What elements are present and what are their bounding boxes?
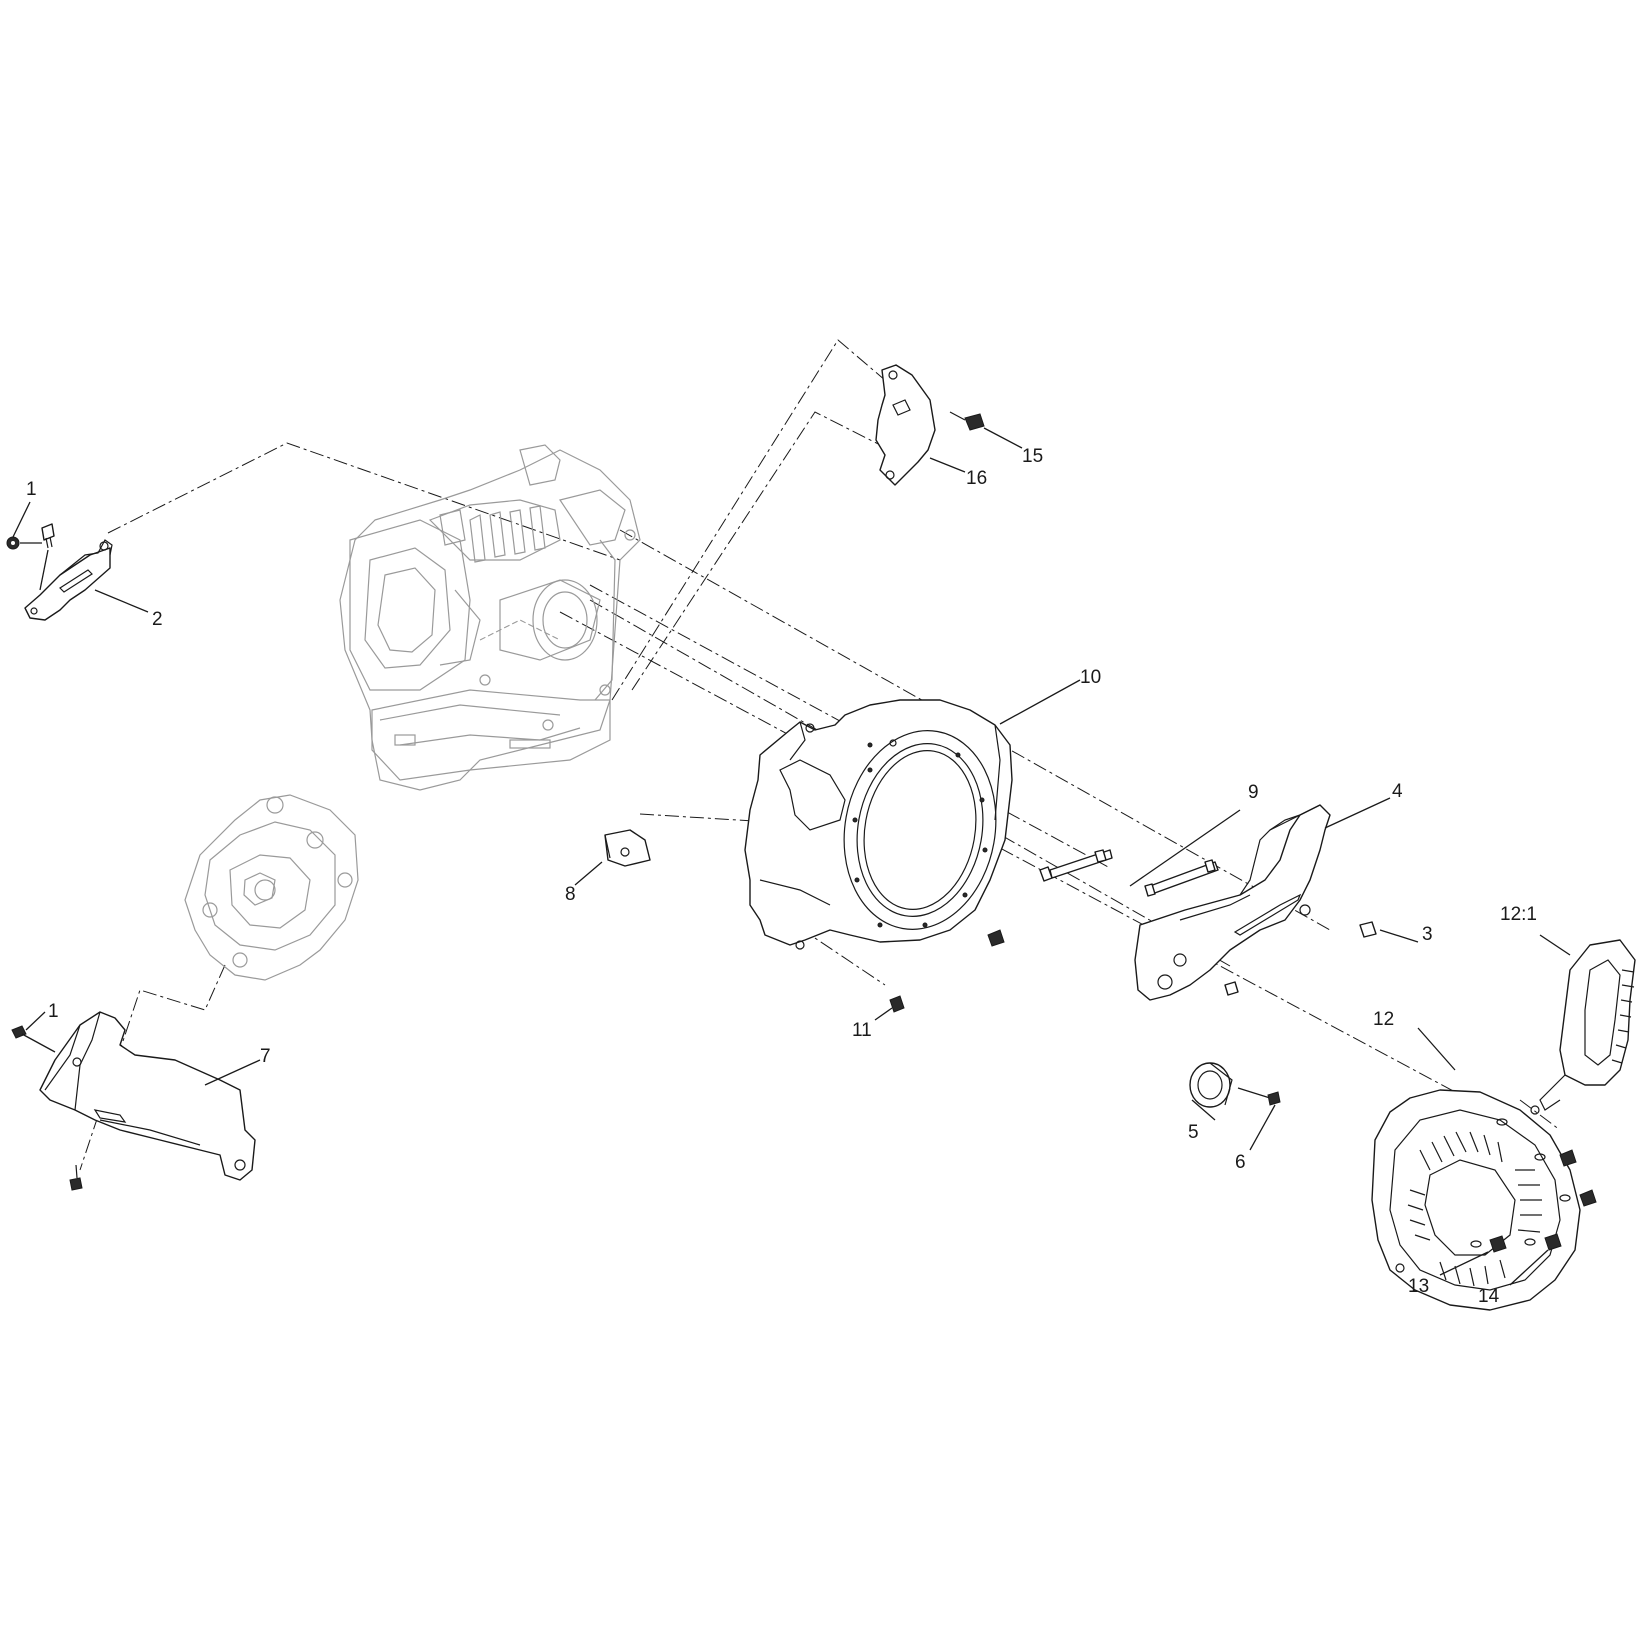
- callout-10: 10: [1080, 667, 1101, 688]
- callout-11: 11: [852, 1020, 872, 1041]
- callout-4: 4: [1392, 781, 1403, 802]
- part-16-plate: [875, 364, 936, 486]
- callout-8: 8: [565, 884, 576, 905]
- callout-3: 3: [1422, 924, 1433, 945]
- part-15-bolt: [949, 411, 985, 431]
- cylinder-head-ghost: [184, 794, 359, 981]
- callout-1-top: 1: [26, 479, 37, 500]
- part-1-fasteners-lower: [11, 1025, 83, 1191]
- callout-6: 6: [1235, 1152, 1246, 1173]
- part-5-pulley: [1189, 1062, 1233, 1108]
- callout-1-lower: 1: [48, 1001, 59, 1022]
- callout-9: 9: [1248, 782, 1259, 803]
- part-12-1-handle: [1539, 939, 1636, 1111]
- part-11-bolts: [889, 929, 1005, 1013]
- handle-grip-ribs: [1611, 969, 1635, 1064]
- part-8-block: [604, 829, 651, 867]
- callout-5: 5: [1188, 1122, 1199, 1143]
- part-12-recoil-starter: [1371, 1089, 1581, 1311]
- callout-12-1: 12:1: [1500, 904, 1537, 925]
- starter-vents: [1407, 1131, 1542, 1287]
- callout-2: 2: [152, 609, 163, 630]
- engine-block-ghost: [339, 444, 641, 791]
- callout-13: 13: [1408, 1276, 1429, 1297]
- leader-lines: [12, 427, 1571, 1286]
- callout-15: 15: [1022, 446, 1043, 467]
- part-6-bolt: [1237, 1087, 1281, 1106]
- callout-16: 16: [966, 468, 987, 489]
- part-7-shroud: [39, 1011, 256, 1181]
- part-9-studs: [1039, 849, 1219, 897]
- callout-14: 14: [1478, 1286, 1500, 1307]
- callout-12: 12: [1373, 1009, 1394, 1030]
- part-10-fan-shroud: [744, 699, 1013, 950]
- part-2-bracket: [24, 539, 113, 621]
- part-13-14-fasteners: [1470, 1118, 1597, 1253]
- part-4-starter-bracket: [1134, 804, 1331, 1001]
- part-1-fasteners-top: [6, 523, 55, 591]
- callout-labels: 1 2 1 7 8 10 9 4 3 11 12:1 12 5 6 13 14 …: [26, 446, 1537, 1307]
- part-3-nut: [1224, 921, 1377, 996]
- callout-7: 7: [260, 1046, 271, 1067]
